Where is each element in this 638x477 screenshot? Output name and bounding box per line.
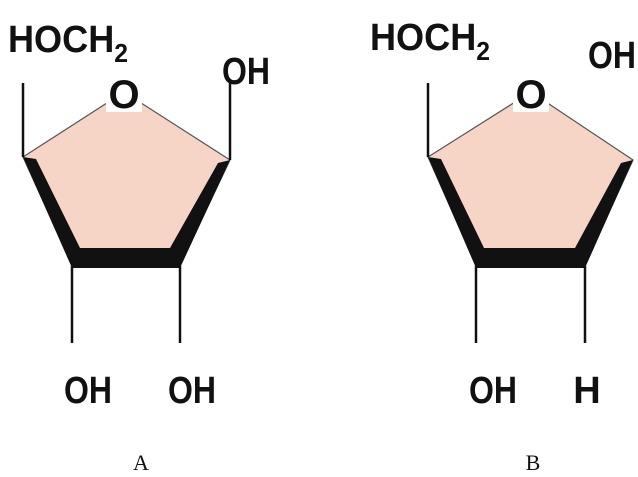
caption-b: B: [526, 450, 541, 475]
label-b-top-right: OH: [588, 35, 636, 77]
structure-b: HOCH2 O OH OH H B: [370, 17, 636, 475]
label-b-top-left: HOCH2: [370, 17, 490, 66]
label-a-bottom-left: OH: [64, 370, 112, 412]
ring-a: [22, 91, 231, 266]
label-b-bottom-right: H: [573, 370, 600, 412]
ring-a-front-edge: [23, 157, 230, 268]
label-a-ring-oxygen: O: [108, 73, 139, 117]
label-a-top-left: HOCH2: [8, 19, 128, 68]
label-a-top-right: OH: [222, 51, 270, 93]
caption-a: A: [133, 450, 149, 475]
label-b-ring-oxygen: O: [515, 73, 546, 117]
ring-b-front-edge: [428, 157, 633, 268]
label-b-bottom-left: OH: [469, 370, 517, 412]
label-a-bottom-right: OH: [168, 370, 216, 412]
ring-b: [427, 91, 634, 266]
structure-a: HOCH2 O OH OH OH A: [8, 19, 270, 475]
